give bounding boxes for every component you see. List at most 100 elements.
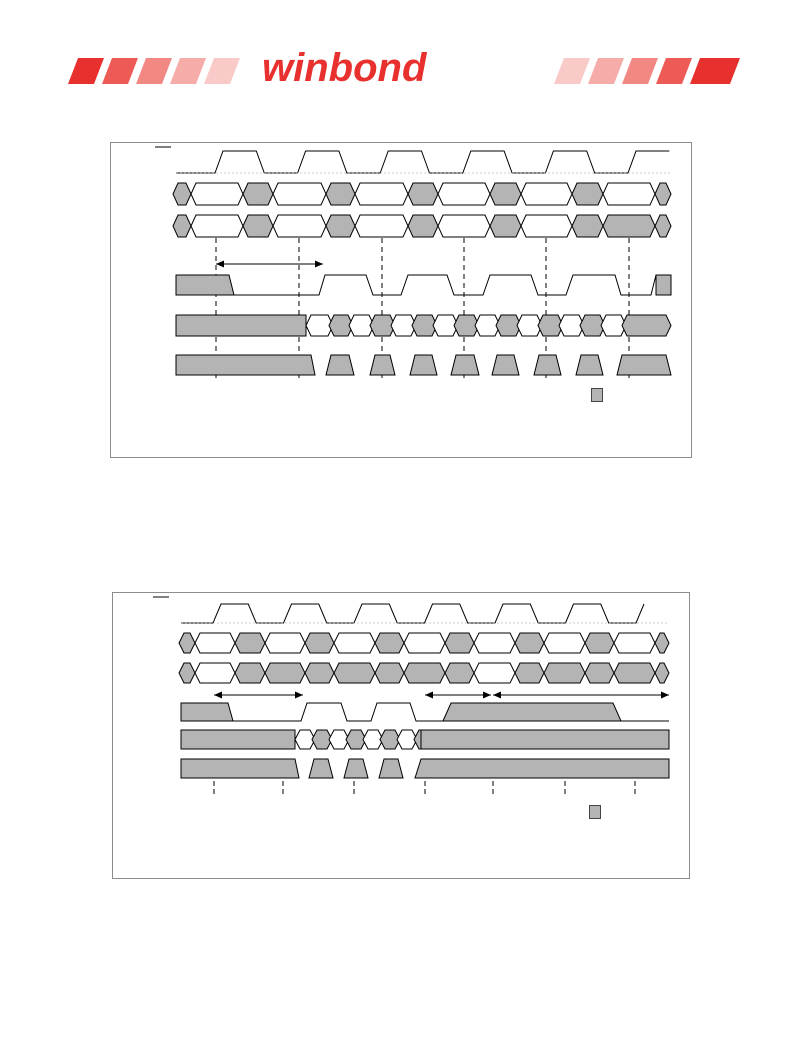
bus-segment [354,214,409,238]
pulse-segment [343,758,369,779]
arrow-head-right [315,260,323,268]
timing-diagram-2 [112,592,690,879]
strobe-trace [233,702,443,722]
pulse-segment [533,354,562,376]
shaded-region [180,702,234,722]
bus-segment [354,182,409,206]
pulse-segment [616,354,672,376]
bus-segment [489,214,522,238]
bus-segment [374,632,405,654]
bus-segment [407,182,439,206]
clock-trace [176,150,670,174]
winbond-logo: winbond [68,46,740,90]
bus-segment [264,632,306,654]
data-bus-waveform [175,314,672,337]
bus-segment [613,632,656,654]
legend-swatch [591,388,603,402]
timing-diagram-1-canvas [155,146,672,379]
bus-segment [172,214,192,238]
bus-segment [178,662,196,684]
pulse-segment [450,354,480,376]
bus-segment [190,182,244,206]
bus-segment [584,662,615,684]
bus-segment [178,632,196,654]
strobe-waveform [180,702,669,722]
interval-arrows [214,691,669,699]
clock-trace [181,603,645,624]
bus-segment [242,214,274,238]
bus-segment [654,662,670,684]
arrow-head-left [425,691,433,699]
bus-segment [304,662,335,684]
bus-segment [571,182,604,206]
bus-segment [272,182,327,206]
shaded-region [655,274,672,296]
shaded-region [175,274,235,296]
pulse-segment [308,758,334,779]
shaded-region [420,729,670,750]
bus-segment [520,182,573,206]
pulse-segment [409,354,438,376]
arrow-head-left [216,260,224,268]
bus-segment [602,214,656,238]
bus-segment [584,632,615,654]
pulse-segment [369,354,396,376]
arrow-head-right [661,691,669,699]
bus-segment [489,182,522,206]
timing-diagram-1 [110,142,692,458]
bus-segment [520,214,573,238]
strobe-trace [234,274,671,296]
bus-segment [407,214,439,238]
bus-segment [403,632,446,654]
arrow-head-left [214,691,222,699]
bus-segment [190,214,244,238]
bus-segment [543,662,586,684]
bus-segment [242,182,274,206]
mask-tail-region [414,758,670,779]
bus-segment [654,214,672,238]
bus-segment [234,632,266,654]
mask-waveform [180,758,670,779]
bus-segment [473,632,516,654]
bus-segment [403,662,446,684]
arrow-head-right [295,691,303,699]
logo-stripes-left [68,58,240,84]
bus-segment [514,632,545,654]
pulse-segment [491,354,520,376]
bus-segment [333,632,376,654]
address-bus-waveform [172,214,672,238]
bus-segment [333,662,376,684]
bus-segment [514,662,545,684]
shaded-region [175,354,316,376]
mask-waveform [175,354,672,376]
bus-segment [654,632,670,654]
pulse-segment [575,354,604,376]
bus-segment [543,632,586,654]
clock-waveform [153,596,669,624]
bus-segment [444,632,475,654]
logo-wordmark: winbond [262,46,428,90]
bus-segment [613,662,656,684]
bus-segment [437,182,491,206]
bus-segment [194,632,236,654]
clock-waveform [155,146,671,174]
bus-segment [234,662,266,684]
latency-arrow [216,260,323,268]
command-bus-waveform [178,632,670,654]
pulse-segment [325,354,355,376]
bus-segment [602,182,656,206]
bus-segment [172,182,192,206]
pulse-segment [378,758,404,779]
shaded-region [175,314,307,337]
bus-segment [473,662,516,684]
bus-segment [437,214,491,238]
arrow-head-left [493,691,501,699]
bus-segment [444,662,475,684]
bus-segment [374,662,405,684]
bus-segment [571,214,604,238]
bus-segment [264,662,306,684]
strobe-waveform [175,274,672,296]
bus-segment [304,632,335,654]
bus-segment [621,314,672,337]
arrow-head-right [483,691,491,699]
